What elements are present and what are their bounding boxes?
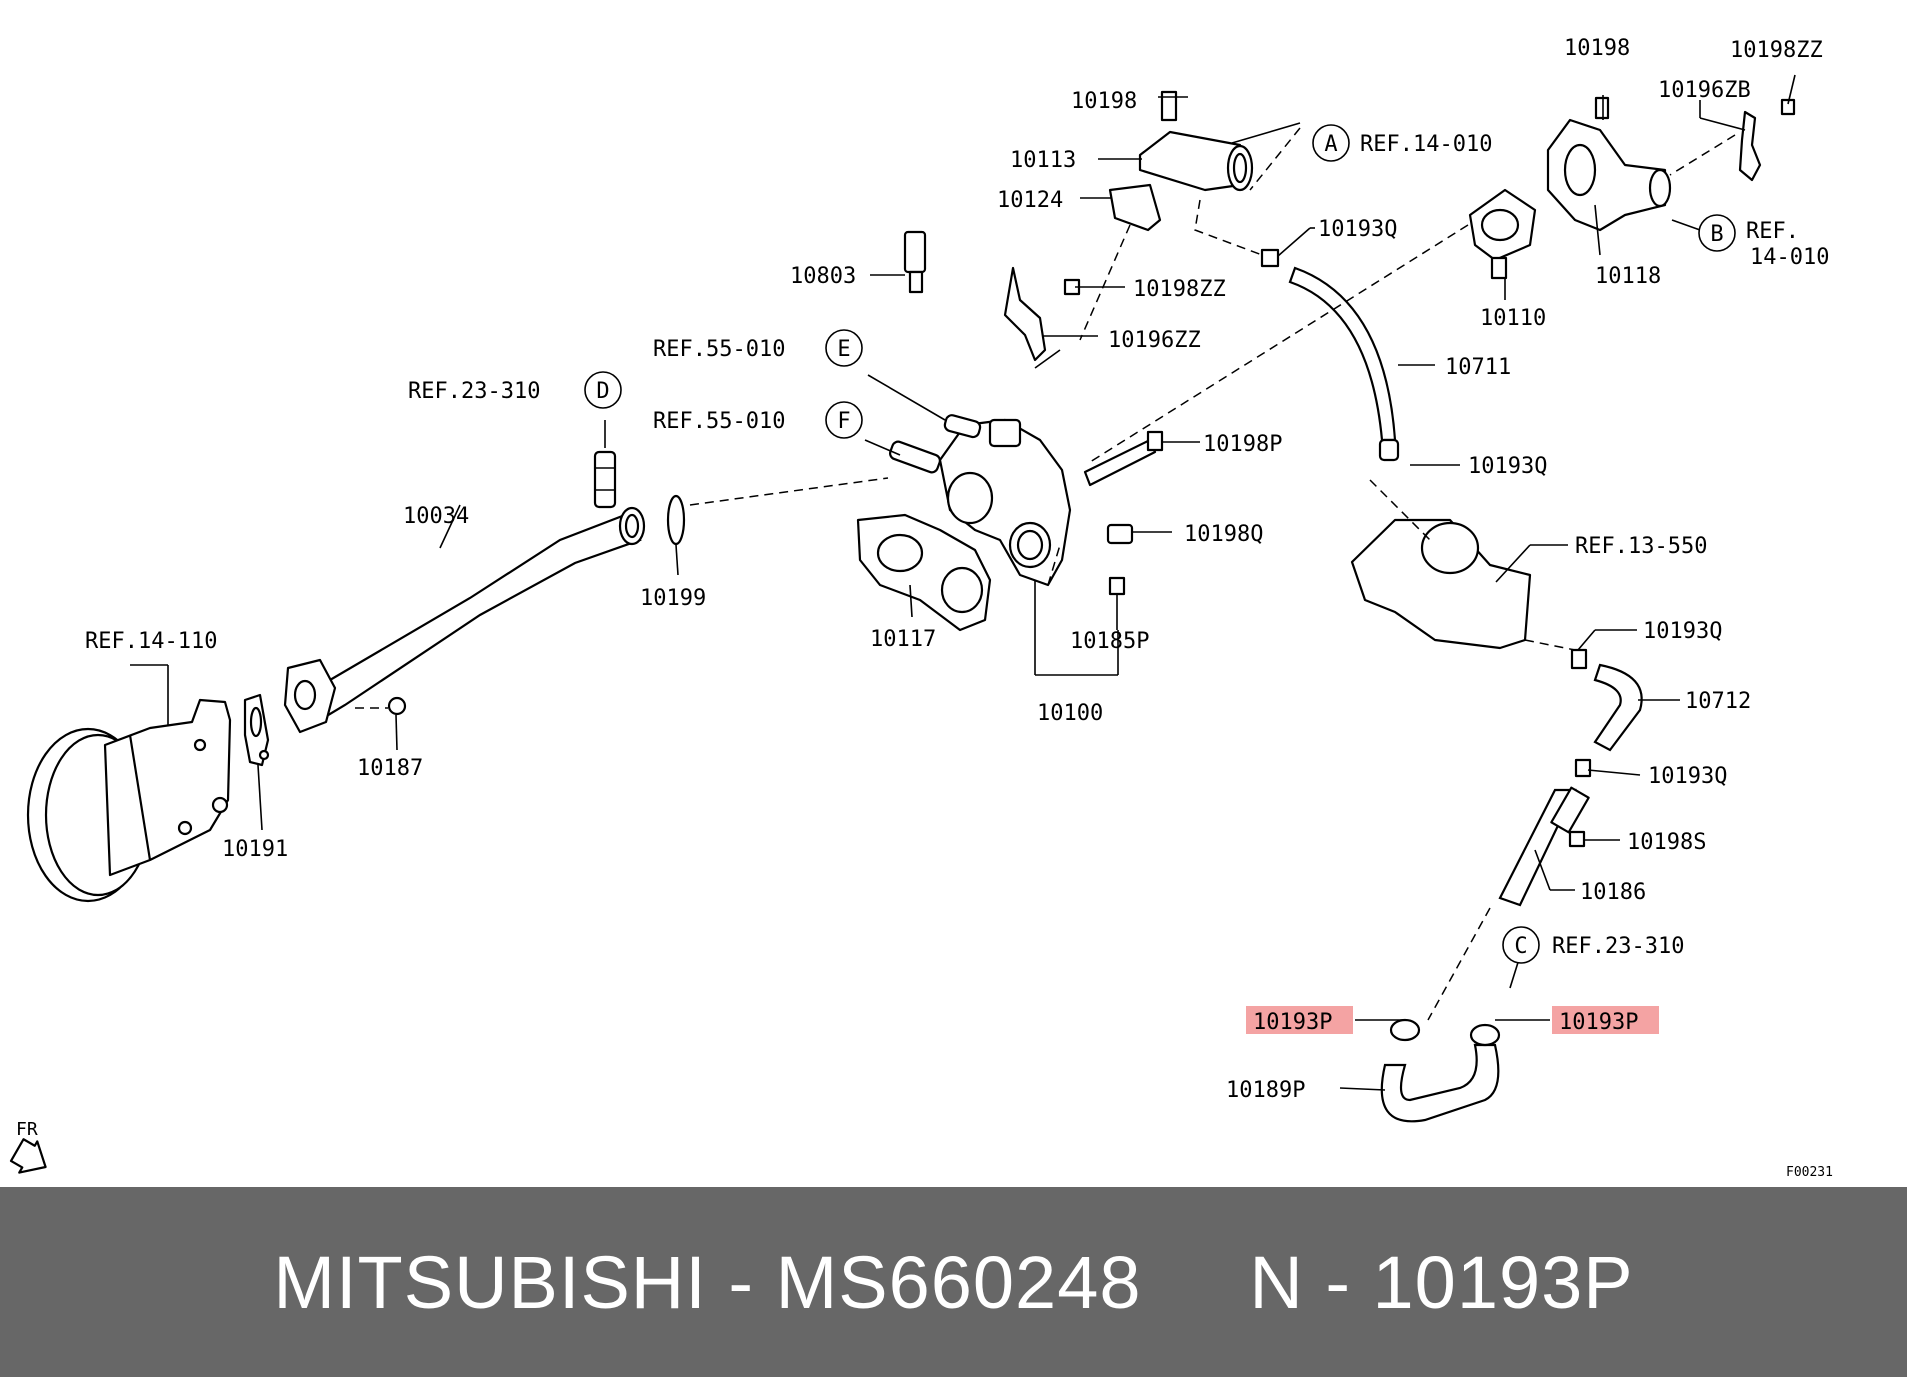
callout-f: F [825,401,863,439]
front-arrow-icon: FR [9,1119,47,1174]
ref-14-010-b-line1: REF. [1746,219,1799,244]
thermostat-10110 [1468,188,1537,280]
thermostat-housing-10100 [889,414,1072,587]
ref-23-310-c: REF.23-310 [1552,934,1684,959]
part-number: MS660248 [775,1240,1142,1324]
label-10191: 10191 [222,837,288,862]
label-10198S: 10198S [1627,830,1706,855]
clamp-10193Q-b [1378,438,1400,462]
label-10198-b: 10198 [1564,36,1630,61]
label-10118: 10118 [1595,264,1661,289]
label-10198-a: 10198 [1071,89,1137,114]
label-10193Q-b: 10193Q [1468,454,1547,479]
label-10189P: 10189P [1226,1078,1305,1103]
gasket-10124 [1108,183,1162,232]
label-10100: 10100 [1037,701,1103,726]
label-10198Q: 10198Q [1184,522,1263,547]
ref-23-310-d: REF.23-310 [408,379,540,404]
callout-c: C [1502,926,1540,964]
clamp-10193Q-d [1574,758,1592,778]
gasket-10191 [243,693,270,767]
label-10186: 10186 [1580,880,1646,905]
label-10198ZZ-b: 10198ZZ [1133,277,1226,302]
callout-b: B [1698,214,1736,252]
sensor-10803 [903,230,927,294]
hose-10189P [1380,1043,1500,1123]
water-outlet-10113 [1138,130,1254,192]
highlight-10193P-b [1552,1006,1659,1034]
pipe-10034 [283,450,646,734]
highlight-10193P-a [1246,1006,1353,1034]
figure-code: F00231 [1786,1165,1833,1180]
svg-text:A: A [1324,132,1337,157]
ref-14-110: REF.14-110 [85,629,217,654]
ref-55-010-f: REF.55-010 [653,409,785,434]
brand-name: MITSUBISHI [273,1240,707,1324]
separator: - [706,1240,776,1324]
throttle-body-ref-13-550 [1350,518,1532,650]
label-10113: 10113 [1010,148,1076,173]
label-10198ZZ-a: 10198ZZ [1730,38,1823,63]
svg-text:FR: FR [16,1119,38,1140]
water-pump [26,698,232,903]
label-10193Q-d: 10193Q [1648,764,1727,789]
bolts [1063,90,1796,848]
label-10193P-a: 10193P [1253,1010,1332,1035]
callout-d: D [584,371,622,409]
label-10034: 10034 [403,504,469,529]
svg-text:B: B [1710,222,1723,247]
o-ring-10199 [666,494,686,546]
svg-text:F: F [837,409,850,434]
footer-banner: MITSUBISHI - MS660248 N - 10193P [0,1187,1907,1377]
parts-diagram: A B E F D C 10198 10198 10198ZZ 10196ZB … [9,36,1833,1180]
label-10117: 10117 [870,627,936,652]
label-10187: 10187 [357,756,423,781]
hose-10712 [1593,663,1643,752]
gap [1142,1240,1250,1325]
label-10199: 10199 [640,586,706,611]
label-10193P-b: 10193P [1559,1010,1638,1035]
ref-14-010-a: REF.14-010 [1360,132,1492,157]
catalog-reference: N - 10193P [1249,1240,1634,1324]
label-10196ZZ: 10196ZZ [1108,328,1201,353]
label-10193Q-a: 10193Q [1318,217,1397,242]
ref-55-010-e: REF.55-010 [653,337,785,362]
hose-10711 [1288,266,1397,442]
leader-lines [130,74,1796,1091]
svg-text:C: C [1514,934,1527,959]
ref-13-550: REF.13-550 [1575,534,1707,559]
bracket-10196ZZ [1003,266,1047,362]
label-10711: 10711 [1445,355,1511,380]
label-10712: 10712 [1685,689,1751,714]
thermostat-case-10118 [1546,118,1672,232]
clamp-10193Q-c [1570,648,1588,670]
callout-e: E [825,329,863,367]
label-10124: 10124 [997,188,1063,213]
label-10803: 10803 [790,264,856,289]
svg-text:D: D [596,379,609,404]
svg-text:E: E [837,337,850,362]
gasket-10117 [856,513,992,632]
label-10193Q-c: 10193Q [1643,619,1722,644]
bracket-10196ZB [1738,110,1762,182]
label-10185P: 10185P [1070,629,1149,654]
clamp-10193P-b [1469,1023,1501,1047]
ref-14-010-b-line2: 14-010 [1750,245,1829,270]
label-10196ZB: 10196ZB [1658,78,1751,103]
clamp-10193Q-a [1260,248,1280,268]
label-10110: 10110 [1480,306,1546,331]
callout-a: A [1312,124,1350,162]
clamp-10193P-a [1389,1018,1421,1042]
label-10198P: 10198P [1203,432,1282,457]
